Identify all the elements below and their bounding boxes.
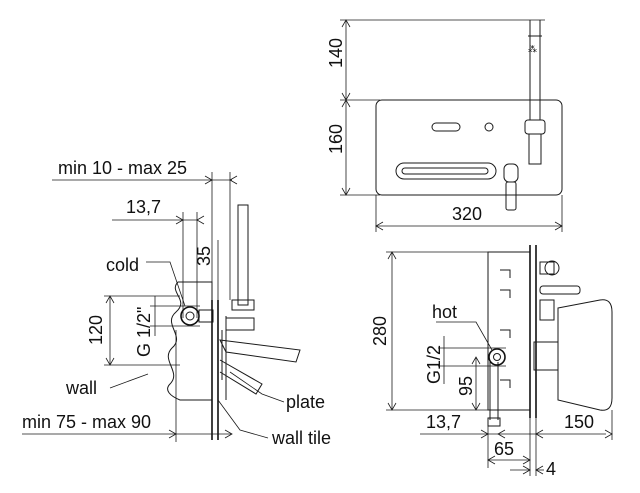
dim-320: 320	[452, 204, 482, 224]
dim-150: 150	[564, 412, 594, 432]
min-max-bottom-label: min 75 - max 90	[22, 412, 151, 432]
dim-4: 4	[546, 459, 556, 479]
dim-13-7-right: 13,7	[426, 412, 461, 432]
min-max-top-label: min 10 - max 25	[58, 158, 187, 178]
dim-13-7-left: 13,7	[126, 197, 161, 217]
dim-65: 65	[494, 439, 514, 459]
dim-35: 35	[194, 246, 214, 266]
g-half-inch-label: G 1/2"	[134, 307, 154, 357]
dim-95: 95	[456, 376, 476, 396]
dim-160: 160	[326, 124, 346, 154]
wall-tile-label: wall tile	[271, 428, 331, 448]
svg-text:⁂: ⁂	[528, 44, 537, 54]
wall-label: wall	[65, 378, 97, 398]
hot-label: hot	[432, 302, 457, 322]
plate-label: plate	[286, 392, 325, 412]
dim-120: 120	[86, 315, 106, 345]
box-side-view: 280 hot G1/2 95	[370, 245, 613, 479]
side-section-view: min 10 - max 25 13,7 35 cold 120 G 1/2"	[22, 158, 331, 448]
cold-label: cold	[106, 255, 139, 275]
dim-140: 140	[326, 38, 346, 68]
front-plate-view: 140 160 ⁂ 320	[326, 19, 563, 232]
dim-280: 280	[370, 316, 390, 346]
g-1-2-label: G1/2	[424, 345, 444, 384]
